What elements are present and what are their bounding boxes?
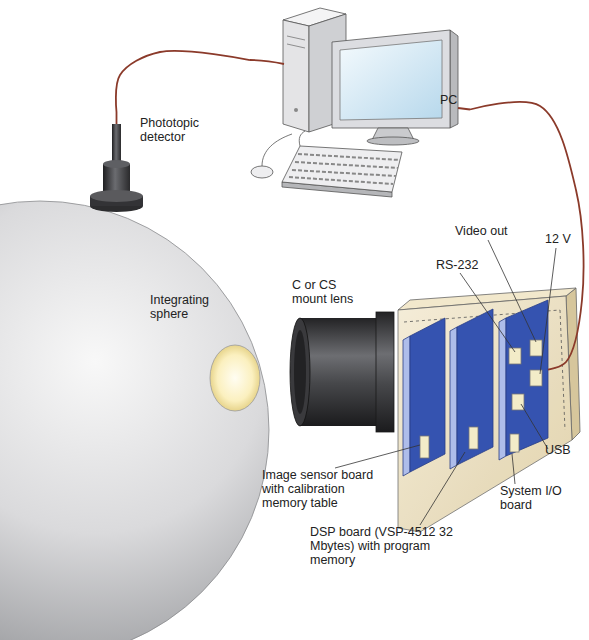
board-face	[410, 318, 445, 472]
cable	[116, 51, 250, 112]
lens-front	[290, 318, 310, 426]
key-row	[289, 177, 393, 184]
detector-label: Phototopic detector	[140, 116, 235, 144]
camera-side-face	[398, 296, 572, 532]
sensor-board: Image sensor board with calibration memo…	[400, 318, 445, 478]
board-label: Image sensor board with calibration memo…	[262, 468, 387, 510]
drive-slot	[287, 36, 305, 40]
lens-glass	[294, 330, 306, 414]
monitor-screen	[340, 40, 442, 120]
monitor-base	[367, 137, 419, 145]
dsp-board-outline	[447, 309, 493, 471]
board-connector	[512, 394, 524, 410]
camera-lens	[290, 312, 394, 432]
io-board: System I/O board	[496, 300, 548, 462]
power-button	[294, 108, 298, 112]
key-row	[298, 154, 400, 160]
board-edge	[403, 336, 410, 476]
photometer-detector: Phototopic detector	[85, 112, 235, 222]
pc-mouse	[251, 134, 292, 178]
board-connector	[469, 427, 478, 449]
detector-body-top	[103, 160, 130, 168]
leader-lines	[335, 240, 556, 525]
tower-front	[283, 20, 309, 132]
board-edge	[450, 327, 457, 469]
pc-keyboard	[282, 131, 402, 197]
sphere-outline	[0, 201, 269, 640]
signal-label: Video out	[455, 224, 508, 238]
sphere-port	[210, 345, 260, 411]
cable-stub	[458, 108, 470, 110]
signal-label: RS-232	[436, 258, 478, 272]
camera-lens: C or CS mount lens	[288, 276, 403, 426]
sensor-board-outline	[400, 318, 445, 478]
board-edge	[499, 318, 506, 460]
keyboard-cord	[299, 131, 305, 146]
pc-monitor	[332, 30, 458, 145]
detector-cable	[116, 112, 118, 126]
board-label: System I/O board	[500, 484, 570, 512]
computer-label: PC	[440, 93, 470, 107]
dsp-board: DSP board (VSP-4512 32 Mbytes) with prog…	[447, 309, 493, 471]
detector-probe	[112, 124, 121, 166]
lens-label: C or CS mount lens	[292, 278, 370, 306]
lens-barrel	[300, 318, 388, 426]
mouse-cord	[262, 134, 292, 166]
drive-slot	[287, 44, 305, 48]
board-connector	[509, 348, 521, 364]
monitor-bezel	[332, 30, 450, 128]
key-row	[292, 170, 396, 176]
signal-label: USB	[545, 443, 571, 457]
io-board-outline	[496, 300, 548, 462]
detector-flange-top	[90, 190, 143, 202]
board-connector	[530, 370, 542, 386]
integrating-sphere-outline	[0, 200, 270, 640]
key-row	[295, 162, 398, 168]
camera-body	[398, 288, 580, 532]
board-label: DSP board (VSP-4512 32 Mbytes) with prog…	[310, 525, 460, 567]
computer: PC	[250, 5, 470, 195]
keyboard-top	[282, 146, 402, 192]
board-face	[506, 300, 548, 456]
leader-line	[512, 454, 515, 484]
board-face	[457, 309, 493, 465]
monitor-back	[450, 30, 458, 128]
board-connector	[530, 340, 542, 356]
sphere-label: Integrating sphere	[150, 293, 235, 321]
board-connector	[420, 436, 429, 458]
signal-label: 12 V	[545, 232, 571, 246]
board-connector	[510, 434, 519, 452]
cable-stub	[250, 60, 284, 64]
mouse	[251, 166, 273, 178]
lens-mount-ring	[376, 312, 394, 432]
integrating-sphere: Integrating sphere	[0, 200, 270, 640]
